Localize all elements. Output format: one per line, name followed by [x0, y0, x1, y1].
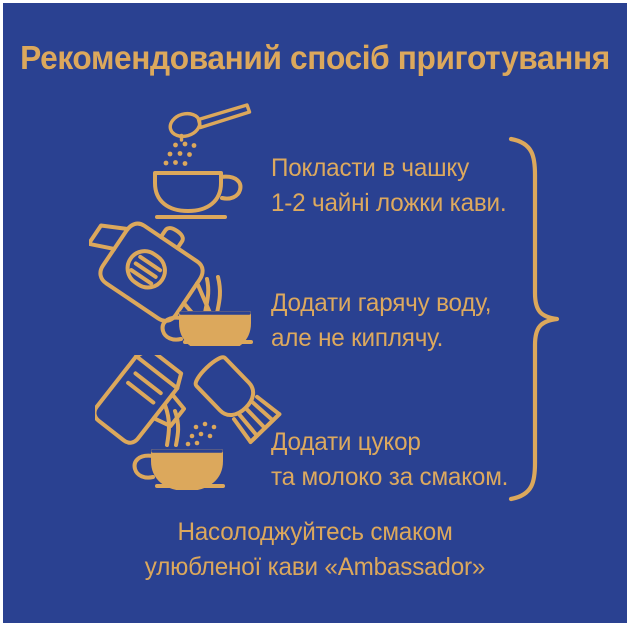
step-3-line-1: Додати цукор — [271, 428, 421, 456]
step-2-line-2: але не киплячу. — [271, 324, 444, 352]
step-1-line-1: Покласти в чашку — [271, 154, 470, 182]
footer-text: Насолоджуйтесь смаком улюбленої кави «Am… — [12, 515, 617, 585]
step-3-line-2: та молоко за смаком. — [271, 463, 509, 491]
preparation-instructions-poster: Рекомендований спосіб приготування — [3, 3, 627, 623]
footer-line-2: улюбленої кави «Ambassador» — [144, 553, 486, 581]
footer-line-1: Насолоджуйтесь смаком — [177, 518, 453, 546]
spoon-pouring-coffee-into-cup-icon — [143, 101, 273, 221]
step-1-line-2: 1-2 чайні ложки кави. — [271, 189, 507, 217]
curly-brace-icon — [503, 135, 573, 503]
step-1-text: Покласти в чашку 1-2 чайні ложки кави. — [271, 151, 507, 221]
page-title: Рекомендований спосіб приготування — [20, 39, 610, 76]
milk-carton-and-sugar-bag-pouring-into-cup-icon — [92, 346, 285, 491]
step-3-text: Додати цукор та молоко за смаком. — [271, 425, 508, 495]
kettle-pouring-hot-water-into-cup-icon — [86, 221, 269, 353]
step-2-text: Додати гарячу воду, але не киплячу. — [271, 286, 491, 356]
step-2-line-1: Додати гарячу воду, — [271, 289, 492, 317]
